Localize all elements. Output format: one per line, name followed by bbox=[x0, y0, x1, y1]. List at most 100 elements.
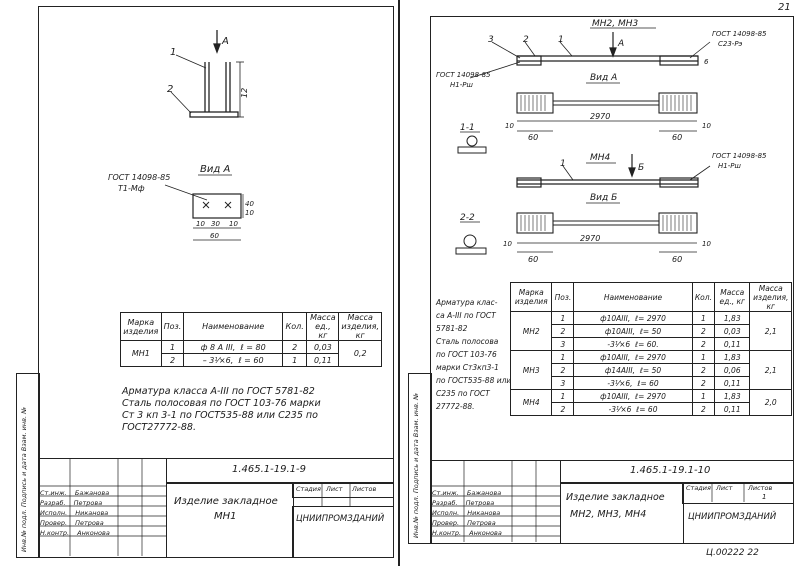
cell-name-text: ф10АIII, bbox=[600, 313, 631, 323]
note-line: по ГОСТ 103-76 bbox=[436, 350, 497, 359]
table-row: 2 ф14АIII, ℓ= 50 2 0,06 bbox=[511, 363, 792, 377]
th-mass-total: Масса изделия, кг bbox=[749, 282, 792, 312]
cell-mass: 0,03 bbox=[714, 324, 751, 338]
right-sheet-count: 1 bbox=[762, 493, 767, 501]
cell-name: ф10АIII, ℓ= 50 bbox=[573, 324, 693, 338]
page-number: 21 bbox=[778, 2, 791, 13]
cell-name-text: ф10АIII, bbox=[604, 326, 636, 336]
dim-a-left: 60 bbox=[528, 133, 538, 142]
cell-name: ф14АIII, ℓ= 50 bbox=[573, 363, 693, 377]
view-a-gost-leader bbox=[164, 184, 208, 201]
right-table-header: Марка изделия Поз. Наименование Кол. Мас… bbox=[509, 282, 792, 312]
person-role: Н.контр. bbox=[432, 529, 462, 537]
cell-name-text: ф14АIII, bbox=[604, 365, 636, 375]
left-doc-code-cell bbox=[166, 458, 394, 484]
cell-total: 2,1 bbox=[749, 350, 792, 390]
right-stamp-title: Изделие закладное bbox=[566, 492, 665, 503]
person-name: Никанова bbox=[467, 509, 501, 517]
cell-name-text: -3⅟×6, bbox=[607, 378, 633, 388]
mn4-plate-right bbox=[659, 177, 699, 188]
dim-b-side-l: 10 bbox=[503, 240, 512, 248]
cell-mass: 1,83 bbox=[714, 311, 751, 325]
table-row: 3 -3⅟×6, ℓ= 60 2 0,11 bbox=[511, 376, 792, 390]
cell-length: ℓ= 2970 bbox=[635, 352, 666, 362]
cell-name: ф10АIII, ℓ= 2970 bbox=[573, 311, 693, 325]
left-doc-code: 1.465.1-19.1-9 bbox=[232, 464, 307, 475]
left-stage-cell bbox=[292, 482, 394, 498]
gost-left: ГОСТ 14098-85 bbox=[436, 71, 491, 79]
view-b-title: Вид Б bbox=[590, 193, 617, 203]
arrow-a-head bbox=[213, 43, 221, 54]
person-name: Анконова bbox=[77, 529, 110, 537]
table-row: 2 – 3⅟×6, ℓ = 60 1 0,11 bbox=[121, 353, 382, 367]
view-a-r-title: Вид А bbox=[590, 73, 617, 83]
person-row: Разраб. Петрова bbox=[40, 499, 102, 507]
cell-mark: МН4 bbox=[509, 389, 553, 416]
person-row: Ст.инж. Бажанова bbox=[40, 489, 109, 497]
cell-name-text: ф10АIII, bbox=[600, 352, 631, 362]
view-b-plate-left bbox=[516, 212, 554, 234]
dim-b-left: 60 bbox=[528, 255, 538, 264]
cell-mass: 0,11 bbox=[714, 402, 751, 416]
table-row: 2 ф10АIII, ℓ= 50 2 0,03 bbox=[511, 324, 792, 338]
cell-mark: МН1 bbox=[120, 340, 162, 367]
cell-name-text: – 3⅟×6, bbox=[202, 355, 234, 365]
cell-qty: 2 bbox=[691, 376, 716, 390]
person-role: Ст.инж. bbox=[40, 489, 67, 497]
archive-code: Ц.00222 22 bbox=[706, 548, 759, 558]
cell-pos: 1 bbox=[551, 311, 575, 325]
th-pos: Поз. bbox=[551, 282, 575, 312]
cell-mass: 0,11 bbox=[714, 337, 751, 351]
left-spec-table: Марка изделия Поз. Наименование Кол. Мас… bbox=[120, 312, 382, 367]
leader-gost-r bbox=[689, 41, 711, 59]
arrow-a-r-label: А bbox=[617, 39, 624, 49]
table-row: МН4 1 ф10АIII, ℓ= 2970 1 1,83 2,0 bbox=[509, 389, 792, 416]
view-a-gost: ГОСТ 14098-85 bbox=[108, 173, 170, 182]
cell-qty: 2 bbox=[691, 402, 716, 416]
cell-mass: 1,83 bbox=[714, 350, 751, 364]
left-side-strip bbox=[16, 373, 40, 558]
leader-2r bbox=[524, 41, 536, 57]
person-name: Петрова bbox=[73, 499, 103, 507]
th-qty: Кол. bbox=[281, 312, 308, 341]
cell-pos: 2 bbox=[160, 353, 185, 367]
cell-length: ℓ= 60 bbox=[636, 404, 658, 414]
mn1-plate bbox=[189, 111, 239, 118]
person-row: Провер. Петрова bbox=[432, 519, 496, 527]
cell-qty: 2 bbox=[691, 324, 716, 338]
person-role: Разраб. bbox=[40, 499, 66, 507]
left-stamp-subtitle: МН1 bbox=[214, 511, 237, 522]
cell-mass: 0,11 bbox=[714, 376, 751, 390]
right-org: ЦНИИПРОМЗДАНИЙ bbox=[688, 512, 777, 522]
callout-3: 3 bbox=[488, 35, 494, 45]
section-2-title: 2-2 bbox=[460, 213, 475, 223]
cell-name: -3⅟×6 ℓ= 60 bbox=[573, 402, 693, 416]
th-mass-unit: Масса ед., кг bbox=[714, 282, 751, 312]
note-line: С235 по ГОСТ bbox=[436, 389, 490, 398]
cell-length: ℓ= 50 bbox=[639, 365, 662, 375]
cell-name: -3⅟×6 ℓ= 60. bbox=[573, 337, 693, 351]
cell-qty: 1 bbox=[281, 353, 308, 367]
leader-gost-l bbox=[469, 61, 521, 79]
cell-pos: 1 bbox=[551, 389, 575, 403]
section-1-plate bbox=[457, 146, 487, 154]
gost-right-1: ГОСТ 14098-85 bbox=[712, 30, 767, 38]
leader-3 bbox=[491, 41, 521, 59]
cell-pos: 2 bbox=[551, 363, 575, 377]
cell-mass: 1,83 bbox=[714, 389, 751, 403]
weld-right-2: Н1-Рш bbox=[718, 162, 741, 170]
cell-name: ф10АIII, ℓ= 2970 bbox=[573, 389, 693, 403]
person-name: Никанова bbox=[75, 509, 109, 517]
cell-mark: МН3 bbox=[509, 350, 553, 390]
cell-name: – 3⅟×6, ℓ = 60 bbox=[183, 353, 283, 367]
arrow-a-label: A bbox=[221, 36, 229, 47]
th-qty: Кол. bbox=[691, 282, 716, 312]
note-line: Ст 3 кп 3-1 по ГОСТ535-88 или С235 по bbox=[122, 410, 318, 421]
center-divider bbox=[398, 0, 400, 566]
mn2-mn3-title: МН2, МН3 bbox=[592, 19, 639, 29]
person-name: Петрова bbox=[75, 519, 104, 527]
callout-1: 1 bbox=[170, 47, 176, 58]
right-side-strip bbox=[408, 373, 432, 544]
right-doc-code-cell bbox=[560, 460, 794, 484]
view-b-plate-right bbox=[658, 212, 698, 234]
